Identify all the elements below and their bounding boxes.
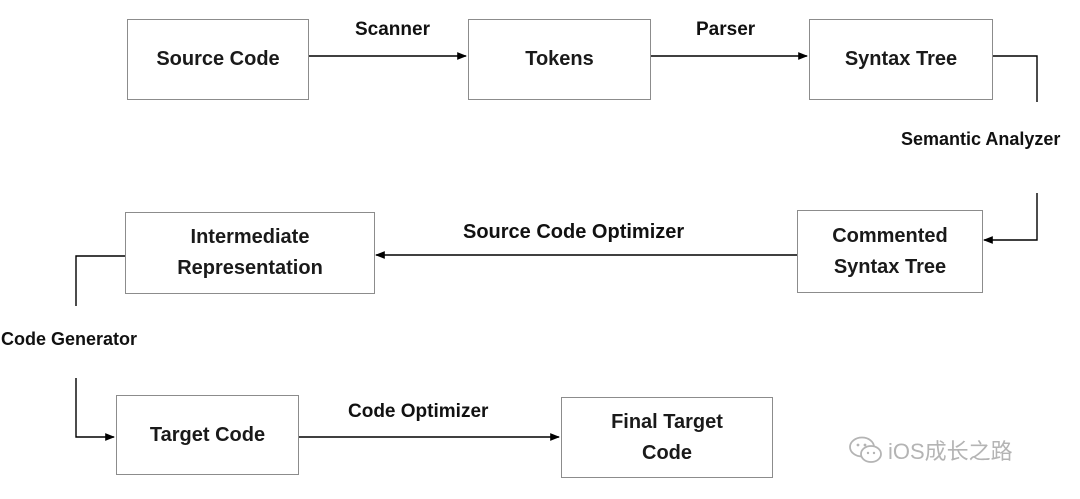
node-source-code-label: Source Code <box>156 48 280 70</box>
node-final-target-code: Final Target Code <box>561 397 773 478</box>
node-source-code: Source Code <box>127 19 309 100</box>
edge-label-semantic-analyzer: Semantic Analyzer <box>901 129 1061 149</box>
wechat-icon <box>849 436 882 463</box>
node-commented-syntax-tree-line1: Commented <box>832 224 948 247</box>
watermark-text: iOS成长之路 <box>888 439 1013 464</box>
node-intermediate-representation: Intermediate Representation <box>125 212 375 294</box>
watermark: iOS成长之路 <box>848 434 1013 466</box>
edge-code-generator-top <box>75 255 125 306</box>
edge-label-source-code-optimizer: Source Code Optimizer <box>463 221 685 243</box>
edge-semantic-analyzer-top <box>993 55 1038 102</box>
node-tokens-label: Tokens <box>525 48 594 70</box>
node-final-target-code-line2: Code <box>642 441 692 464</box>
node-intermediate-representation-line1: Intermediate <box>190 226 310 248</box>
node-syntax-tree-label: Syntax Tree <box>844 48 958 70</box>
edge-label-code-generator: Code Generator <box>1 329 138 349</box>
node-syntax-tree: Syntax Tree <box>809 19 993 100</box>
node-intermediate-representation-line2: Representation <box>177 257 323 279</box>
edge-code-generator-bottom <box>75 378 115 441</box>
edge-label-scanner: Scanner <box>355 19 430 40</box>
edge-semantic-analyzer-bottom <box>983 193 1038 244</box>
edge-label-code-optimizer: Code Optimizer <box>348 401 489 422</box>
node-tokens: Tokens <box>468 19 651 100</box>
node-final-target-code-line1: Final Target <box>611 410 723 433</box>
edge-label-parser: Parser <box>696 19 756 40</box>
node-target-code: Target Code <box>116 395 299 475</box>
node-commented-syntax-tree-line2: Syntax Tree <box>833 255 947 278</box>
node-commented-syntax-tree: Commented Syntax Tree <box>797 210 983 293</box>
node-target-code-label: Target Code <box>149 423 266 446</box>
